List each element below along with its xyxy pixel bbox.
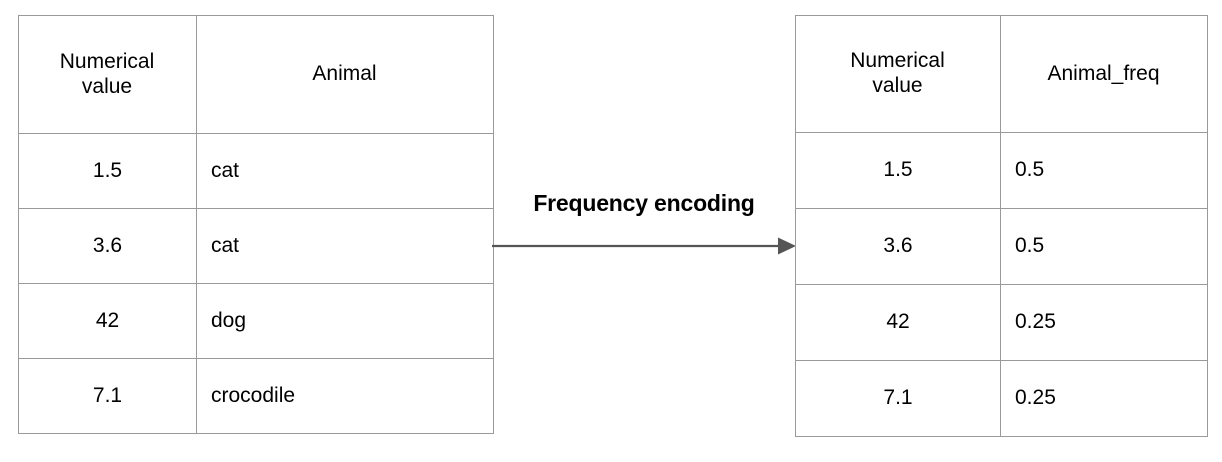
encoded-cell-animal-freq: 0.25 <box>1000 284 1208 361</box>
header-line-2: value <box>872 74 923 97</box>
table-header-row: Numerical value Animal <box>18 15 494 134</box>
source-cell-animal: crocodile <box>196 358 494 434</box>
source-cell-animal: cat <box>196 208 494 284</box>
encoded-cell-numerical-value: 7.1 <box>795 360 1001 437</box>
table-header-row: Numerical value Animal_freq <box>795 15 1208 133</box>
source-header-animal: Animal <box>196 15 494 134</box>
table-row: 3.6 0.5 <box>795 208 1208 285</box>
right-arrow-icon <box>492 237 796 255</box>
encoded-cell-animal-freq: 0.25 <box>1000 360 1208 437</box>
source-header-numerical-value: Numerical value <box>18 15 197 134</box>
encoded-header-numerical-value: Numerical value <box>795 15 1001 133</box>
header-line-2: value <box>81 74 133 98</box>
table-row: 42 dog <box>18 283 494 359</box>
encoded-header-animal-freq: Animal_freq <box>1000 15 1208 133</box>
table-row: 42 0.25 <box>795 284 1208 361</box>
source-cell-numerical-value: 3.6 <box>18 208 197 284</box>
source-cell-numerical-value: 42 <box>18 283 197 359</box>
transform-annotation: Frequency encoding <box>490 190 798 265</box>
encoded-cell-numerical-value: 1.5 <box>795 132 1001 209</box>
table-row: 3.6 cat <box>18 208 494 284</box>
header-line-1: Numerical <box>850 49 945 73</box>
encoded-cell-animal-freq: 0.5 <box>1000 208 1208 285</box>
transform-label: Frequency encoding <box>533 190 755 216</box>
source-cell-numerical-value: 7.1 <box>18 358 197 434</box>
table-row: 1.5 0.5 <box>795 132 1208 209</box>
source-table: Numerical value Animal 1.5 cat 3.6 cat 4… <box>18 15 494 434</box>
table-row: 7.1 crocodile <box>18 358 494 434</box>
encoded-cell-numerical-value: 3.6 <box>795 208 1001 285</box>
encoded-table: Numerical value Animal_freq 1.5 0.5 3.6 … <box>795 15 1208 437</box>
source-cell-numerical-value: 1.5 <box>18 133 197 209</box>
table-row: 1.5 cat <box>18 133 494 209</box>
encoded-cell-animal-freq: 0.5 <box>1000 132 1208 209</box>
header-line-1: Numerical <box>59 49 155 73</box>
source-cell-animal: cat <box>196 133 494 209</box>
encoded-cell-numerical-value: 42 <box>795 284 1001 361</box>
table-row: 7.1 0.25 <box>795 360 1208 437</box>
source-cell-animal: dog <box>196 283 494 359</box>
